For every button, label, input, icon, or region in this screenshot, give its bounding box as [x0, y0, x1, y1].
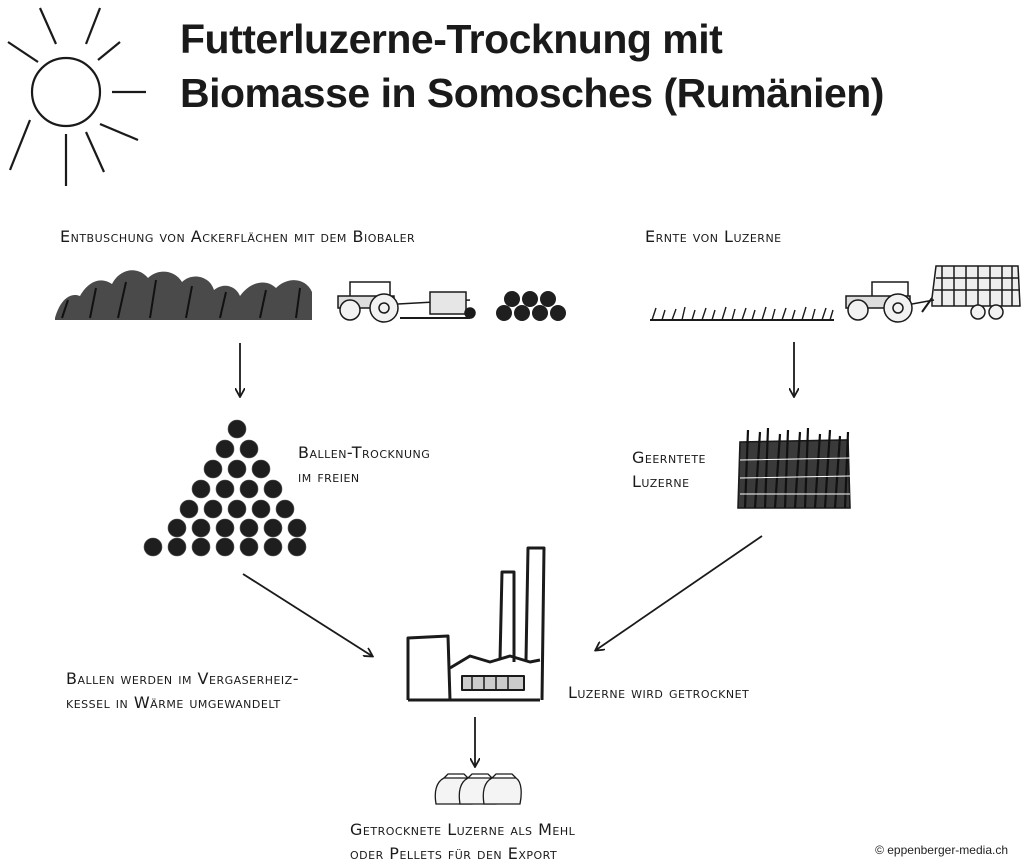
tractor-icon	[846, 282, 912, 322]
sacks-icon	[435, 774, 521, 804]
sun-icon	[8, 8, 146, 186]
factory-icon	[408, 548, 544, 700]
grass-icon	[650, 307, 834, 320]
tractor-icon	[338, 282, 398, 322]
arrow-icon	[243, 574, 372, 656]
loader-wagon-icon	[912, 266, 1020, 319]
bale-row-icon	[496, 291, 566, 321]
hay-stack-icon	[738, 428, 850, 508]
baler-icon	[398, 292, 475, 318]
bushes-icon	[55, 270, 312, 320]
arrow-icon	[596, 536, 762, 650]
bale-pyramid-icon	[144, 420, 306, 556]
